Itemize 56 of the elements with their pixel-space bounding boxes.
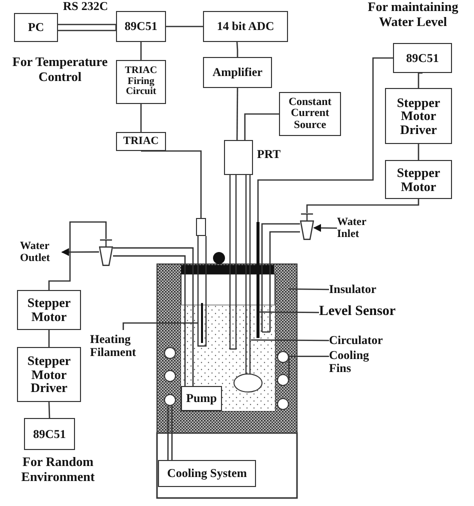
connector-line — [141, 150, 202, 218]
process-box: Constant Current Source — [279, 92, 341, 136]
process-box: Cooling System — [158, 460, 256, 487]
process-box: 14 bit ADC — [203, 11, 288, 42]
process-box: 89C51 — [24, 418, 75, 450]
caption-text: For Temperature Control — [11, 55, 109, 85]
caption-text: For maintaining Water Level — [366, 0, 460, 30]
process-box: Stepper Motor — [17, 290, 81, 330]
pipe — [261, 223, 301, 333]
process-box: PC — [14, 13, 58, 42]
pipe — [167, 405, 173, 461]
connector-line — [418, 72, 422, 88]
leader-line — [61, 248, 99, 256]
connector-line — [236, 88, 238, 140]
process-box: 89C51 — [393, 43, 452, 73]
sensor-label: PRT — [257, 148, 281, 162]
connector-line — [236, 42, 238, 57]
connector-line — [166, 26, 203, 28]
process-box: TRIAC Firing Circuit — [116, 60, 166, 104]
pipe — [112, 247, 194, 387]
leader-line — [288, 356, 329, 380]
process-box: Stepper Motor — [385, 160, 452, 199]
process-box: Stepper Motor Driver — [385, 88, 452, 144]
connector-line — [48, 402, 50, 418]
part-label: Heating Filament — [90, 330, 154, 362]
connector-line — [48, 330, 50, 347]
connector-line — [57, 24, 117, 32]
sensor-box — [224, 140, 253, 175]
connector-line — [418, 144, 420, 160]
connector-line — [48, 221, 107, 290]
part-label: Level Sensor — [319, 304, 405, 321]
connector-line — [257, 57, 393, 222]
part-label: Water Outlet — [20, 238, 62, 268]
leader-line — [259, 311, 319, 314]
process-box: Pump — [181, 386, 222, 411]
part-label: Circulator — [329, 333, 387, 348]
connector-line — [140, 104, 142, 132]
connector-line — [244, 113, 279, 140]
part-label: Water Inlet — [337, 214, 377, 244]
heater-block — [196, 218, 206, 236]
connector-line — [306, 199, 420, 213]
process-box: 89C51 — [116, 11, 166, 42]
process-box: Stepper Motor Driver — [17, 347, 81, 402]
leader-line — [313, 224, 337, 232]
leader-line — [122, 322, 198, 330]
process-box: TRIAC — [116, 132, 166, 151]
part-label: Cooling Fins — [329, 348, 379, 376]
valve-icon — [300, 213, 314, 240]
caption-text: For Random Environment — [20, 455, 96, 485]
edge-label: RS 232C — [62, 0, 110, 12]
leader-line — [289, 288, 329, 290]
valve-icon — [99, 239, 113, 266]
process-box: Amplifier — [203, 57, 272, 88]
leader-line — [251, 339, 329, 342]
part-label: Insulator — [329, 282, 387, 297]
connector-line — [140, 42, 142, 60]
